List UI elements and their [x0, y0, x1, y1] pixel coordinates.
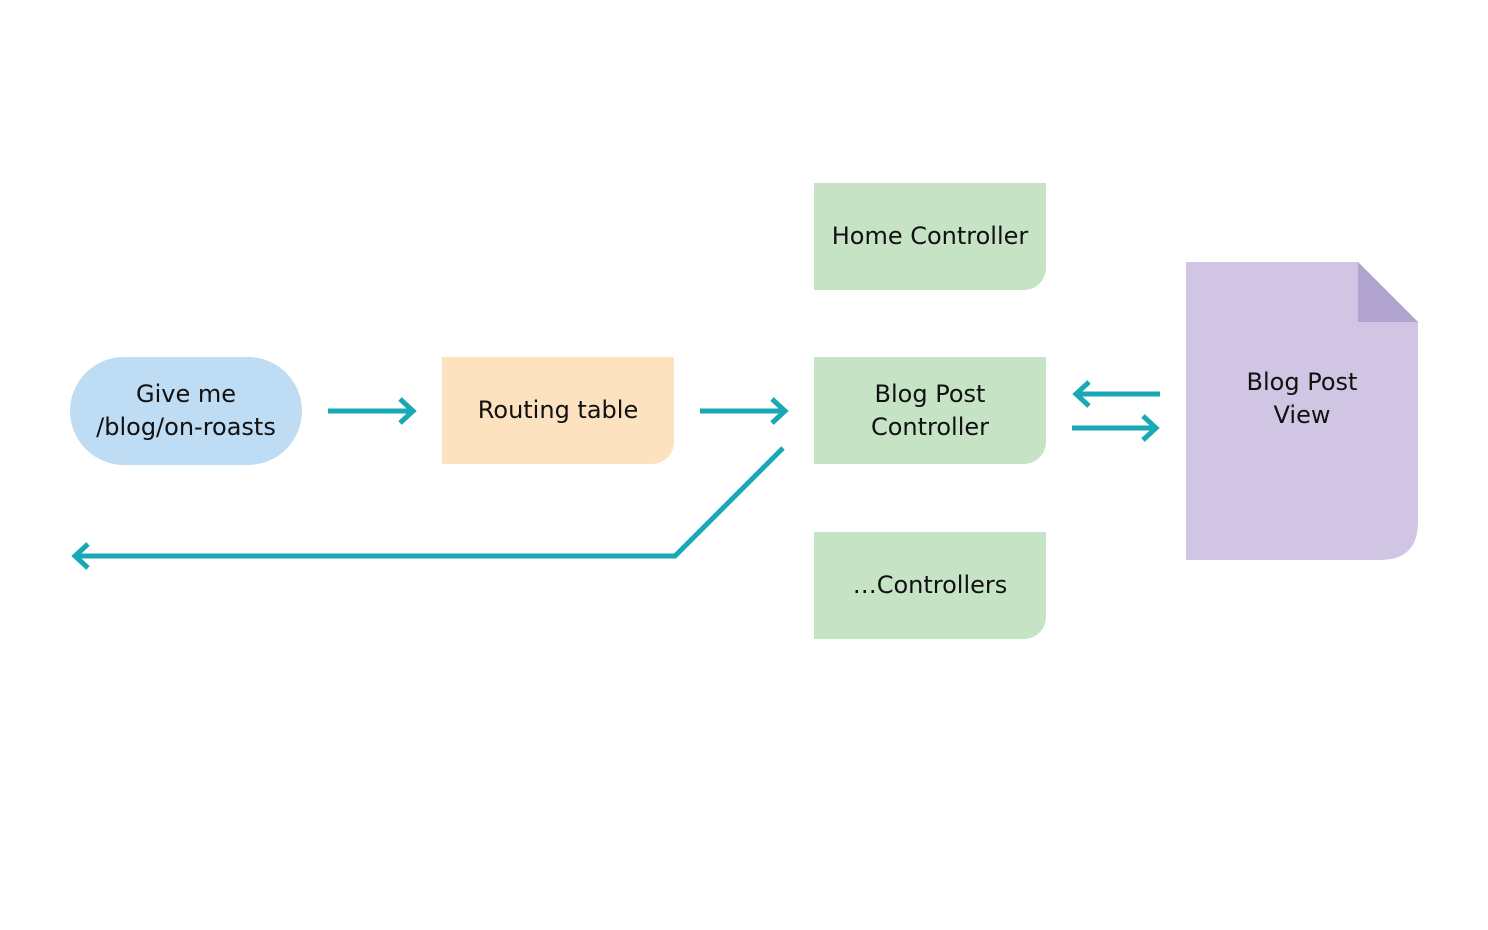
more-controllers-label: …Controllers [852, 571, 1008, 599]
request-label: Give me /blog/on-roasts [96, 380, 276, 441]
routing-table-node: Routing table [442, 357, 674, 464]
more-controllers-node: …Controllers [814, 532, 1046, 639]
blog-post-controller-node: Blog Post Controller [814, 357, 1046, 464]
edge-controller-to-request-arrowhead [71, 542, 90, 570]
blog-post-view-fold [1358, 262, 1418, 322]
blog-post-view-node: Blog Post View [1186, 262, 1418, 560]
routing-table-label: Routing table [477, 396, 639, 424]
blog-post-view-document [1186, 262, 1418, 560]
request-node: Give me /blog/on-roasts [70, 357, 302, 465]
edge-view-to-controller-arrowhead [1072, 380, 1091, 408]
edge-request-to-routing-arrowhead [398, 397, 417, 425]
edge-controller-to-request [76, 446, 785, 559]
blog-post-view-label: Blog Post View [1246, 368, 1358, 429]
blog-post-controller-label: Blog Post Controller [870, 379, 990, 441]
edge-routing-to-controller-arrowhead [770, 397, 789, 425]
home-controller-label: Home Controller [831, 222, 1029, 250]
edge-controller-to-view-arrowhead [1141, 414, 1160, 442]
home-controller-node: Home Controller [814, 183, 1046, 290]
